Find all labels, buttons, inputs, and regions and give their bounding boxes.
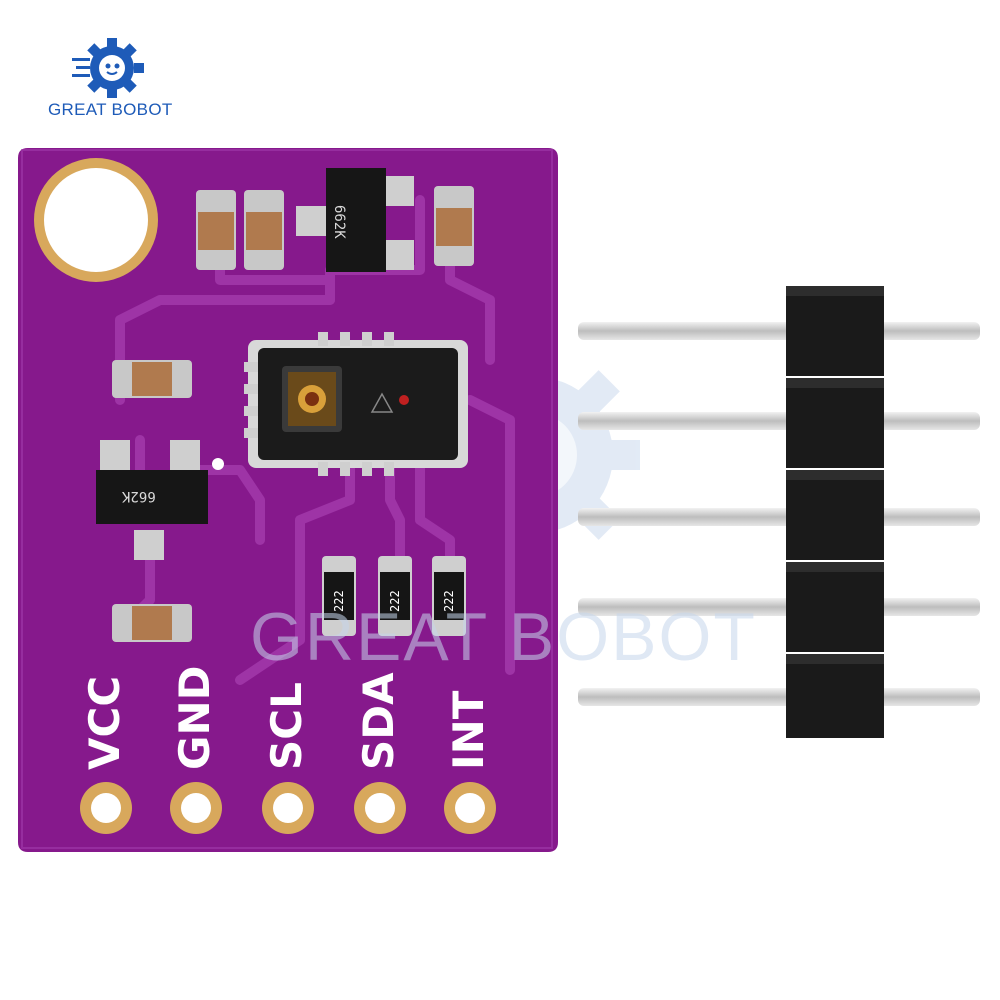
- board-outline: [18, 148, 558, 852]
- sensor-chip: [244, 332, 468, 476]
- watermark-text: GREAT BOBOT: [250, 599, 757, 675]
- gear-robot-icon: [72, 38, 144, 98]
- brand-name: GREAT BOBOT: [48, 100, 173, 119]
